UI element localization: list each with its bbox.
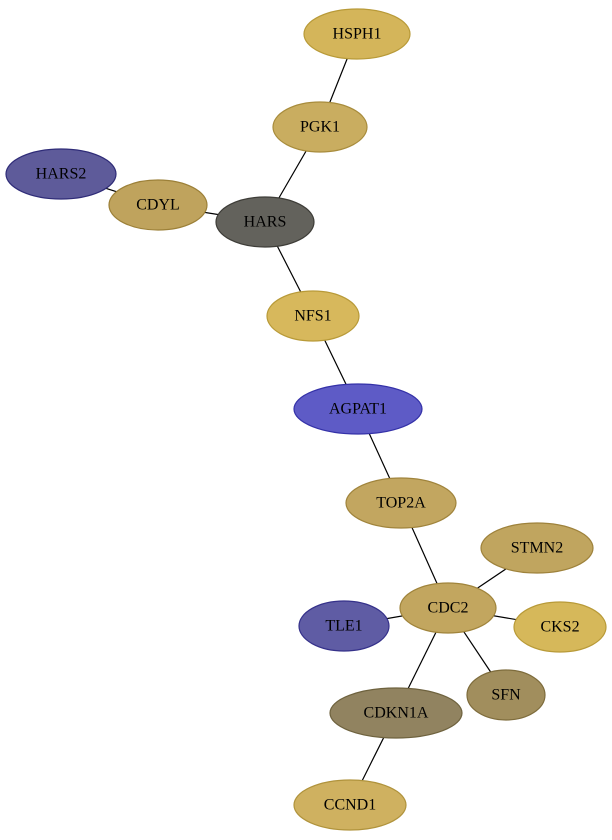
node-hars[interactable]: HARS bbox=[215, 196, 315, 248]
node-label-sfn: SFN bbox=[491, 687, 521, 704]
node-shape-hars bbox=[215, 196, 315, 248]
node-label-nfs1: NFS1 bbox=[294, 308, 331, 325]
node-label-tle1: TLE1 bbox=[325, 618, 362, 635]
node-sfn[interactable]: SFN bbox=[466, 669, 546, 721]
node-shape-ccnd1 bbox=[293, 779, 407, 831]
node-shape-nfs1 bbox=[266, 290, 360, 342]
node-shape-cks2 bbox=[513, 601, 607, 653]
node-label-cks2: CKS2 bbox=[540, 619, 579, 636]
node-agpat1[interactable]: AGPAT1 bbox=[293, 383, 423, 435]
node-shape-sfn bbox=[466, 669, 546, 721]
node-shape-cdc2 bbox=[399, 582, 497, 634]
node-cdyl[interactable]: CDYL bbox=[108, 179, 208, 231]
node-nfs1[interactable]: NFS1 bbox=[266, 290, 360, 342]
node-top2a[interactable]: TOP2A bbox=[345, 477, 457, 529]
node-label-hars: HARS bbox=[244, 214, 287, 231]
node-label-stmn2: STMN2 bbox=[511, 540, 563, 557]
node-shape-top2a bbox=[345, 477, 457, 529]
node-hsph1[interactable]: HSPH1 bbox=[303, 8, 411, 60]
node-label-cdyl: CDYL bbox=[136, 197, 180, 214]
node-label-ccnd1: CCND1 bbox=[324, 797, 376, 814]
node-shape-stmn2 bbox=[480, 522, 594, 574]
node-shape-pgk1 bbox=[272, 101, 368, 153]
node-label-pgk1: PGK1 bbox=[300, 119, 340, 136]
node-label-hars2: HARS2 bbox=[36, 166, 87, 183]
node-shape-cdyl bbox=[108, 179, 208, 231]
node-label-cdkn1a: CDKN1A bbox=[364, 705, 429, 722]
node-shape-hsph1 bbox=[303, 8, 411, 60]
node-label-agpat1: AGPAT1 bbox=[329, 401, 387, 418]
node-shape-tle1 bbox=[298, 600, 390, 652]
node-cdkn1a[interactable]: CDKN1A bbox=[329, 687, 463, 739]
node-pgk1[interactable]: PGK1 bbox=[272, 101, 368, 153]
node-shape-agpat1 bbox=[293, 383, 423, 435]
node-ccnd1[interactable]: CCND1 bbox=[293, 779, 407, 831]
node-hars2[interactable]: HARS2 bbox=[5, 148, 117, 200]
node-tle1[interactable]: TLE1 bbox=[298, 600, 390, 652]
node-cks2[interactable]: CKS2 bbox=[513, 601, 607, 653]
node-label-cdc2: CDC2 bbox=[428, 600, 469, 617]
node-label-top2a: TOP2A bbox=[376, 495, 426, 512]
node-shape-cdkn1a bbox=[329, 687, 463, 739]
node-shape-hars2 bbox=[5, 148, 117, 200]
node-stmn2[interactable]: STMN2 bbox=[480, 522, 594, 574]
node-cdc2[interactable]: CDC2 bbox=[399, 582, 497, 634]
node-label-hsph1: HSPH1 bbox=[333, 26, 382, 43]
